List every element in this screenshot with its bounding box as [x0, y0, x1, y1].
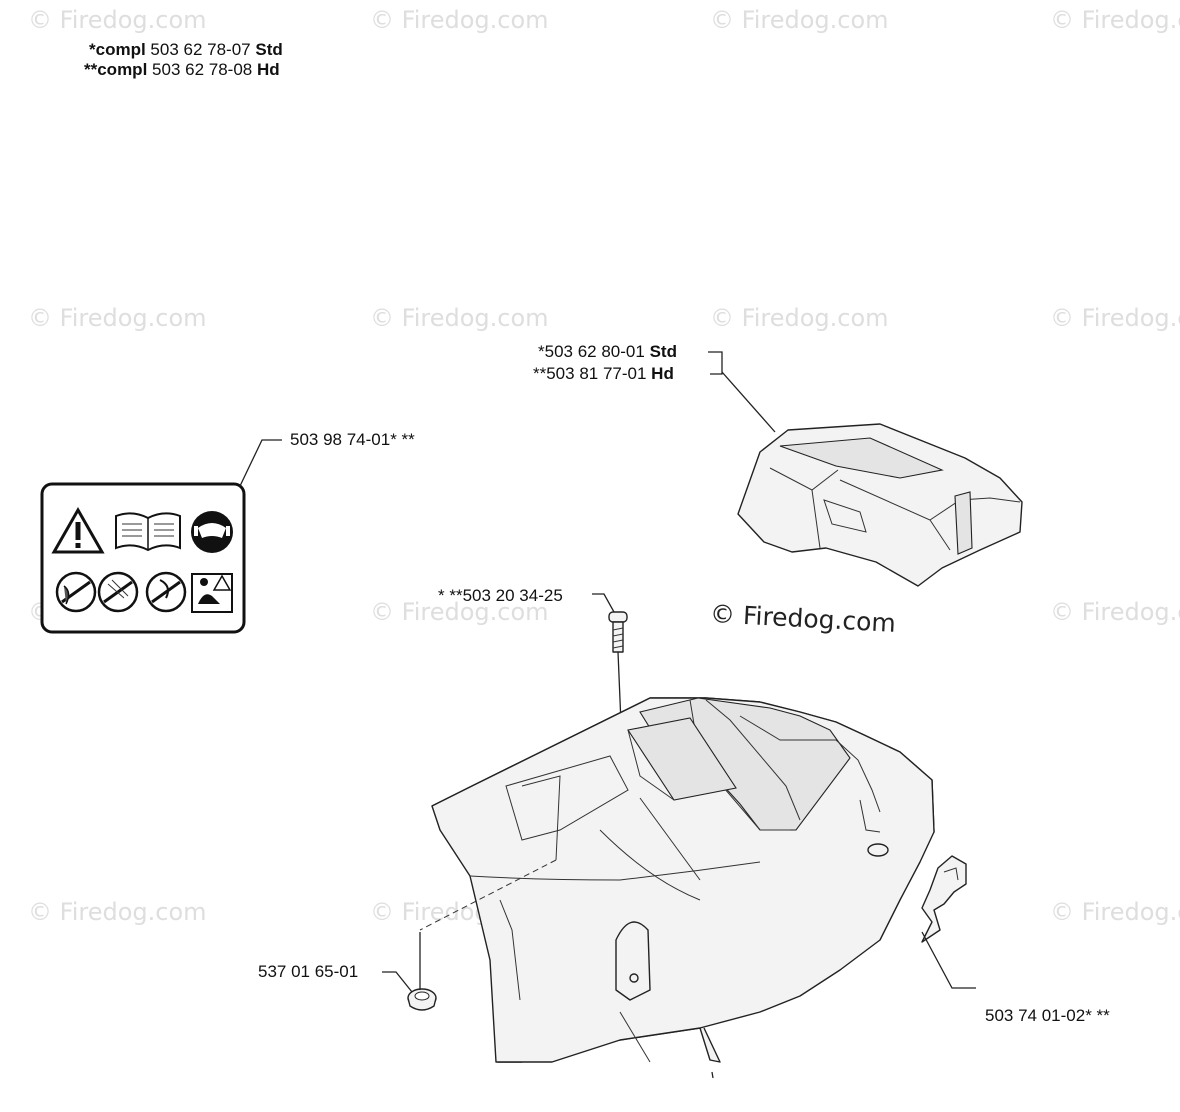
- watermark: © Firedog.com: [28, 304, 207, 332]
- leader-line: [592, 593, 615, 613]
- grommet: [407, 988, 437, 1011]
- label-clip: 503 74 01-02* **: [985, 1006, 1110, 1025]
- assembly-number: 503 62 78-07: [150, 40, 251, 59]
- part-variant: Hd: [651, 364, 674, 383]
- leader-line: [239, 439, 282, 487]
- label-air-filter-hd: **503 81 77-01 Hd: [533, 364, 674, 384]
- part-number: **503 81 77-01: [533, 364, 647, 383]
- watermark: © Firedog.com: [1050, 304, 1180, 332]
- leader-line: [721, 371, 776, 433]
- warning-decal: [40, 482, 246, 634]
- air-filter-cover: [737, 423, 1023, 587]
- fuel-warning-icon: [191, 573, 233, 613]
- mark: [711, 1071, 714, 1079]
- watermark: © Firedog.com: [710, 304, 889, 332]
- leader-line: [921, 931, 976, 989]
- clip: [921, 855, 967, 943]
- label-grommet: 537 01 65-01: [258, 962, 359, 981]
- part-number: *503 62 80-01: [538, 342, 645, 361]
- leader-line: [708, 351, 723, 375]
- assembly-variant: Std: [255, 40, 283, 59]
- manual-book-icon: [115, 512, 181, 552]
- watermark: © Firedog.com: [710, 6, 889, 34]
- watermark: © Firedog.com: [1050, 898, 1180, 926]
- leader-line: [382, 971, 413, 993]
- watermark: © Firedog.com: [1050, 6, 1180, 34]
- label-screw: * **503 20 34-25: [438, 586, 563, 605]
- watermark: © Firedog.com: [28, 6, 207, 34]
- watermark: © Firedog.com: [28, 898, 207, 926]
- watermark: © Firedog.com: [370, 304, 549, 332]
- watermark: © Firedog.com: [370, 598, 549, 626]
- assembly-prefix: *compl: [89, 40, 146, 59]
- part-variant: Std: [649, 342, 677, 361]
- label-air-filter-std: *503 62 80-01 Std: [538, 342, 677, 362]
- assembly-variant: Hd: [256, 60, 280, 79]
- watermark: © Firedog.com: [1050, 598, 1180, 626]
- cylinder-cover: [419, 697, 935, 1063]
- label-decal: 503 98 74-01* **: [290, 430, 415, 449]
- hazard-icons-row: [55, 571, 233, 613]
- watermark: © Firedog.com: [370, 6, 549, 34]
- assembly-number-hd: **compl 503 62 78-08 Hd: [84, 60, 280, 80]
- assembly-number: 503 62 78-08: [152, 60, 253, 79]
- assembly-number-std: *compl 503 62 78-07 Std: [89, 40, 283, 60]
- protective-gear-icon: [191, 511, 233, 553]
- assembly-prefix: **compl: [84, 60, 148, 79]
